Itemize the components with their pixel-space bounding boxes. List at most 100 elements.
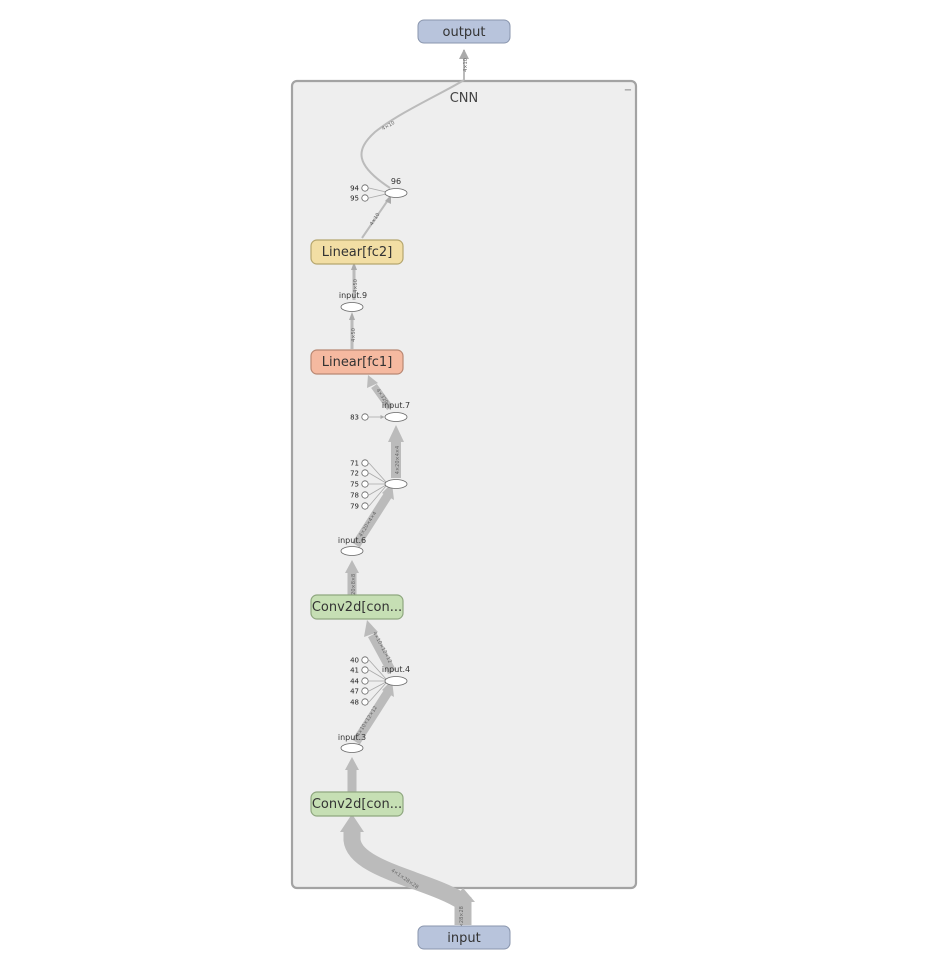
const-node-95-label: 95 <box>350 195 359 203</box>
const-node-79[interactable]: 79 <box>350 502 369 511</box>
const-node-95-shape[interactable] <box>361 194 369 202</box>
const-node-71[interactable]: 71 <box>350 459 369 468</box>
edge-input9-fc2-arrowhead <box>351 262 357 270</box>
op-node-96-label: 96 <box>391 177 401 186</box>
const-node-75-shape[interactable] <box>361 480 369 488</box>
edge-c72-view <box>368 472 387 484</box>
const-node-78-shape[interactable] <box>361 491 369 499</box>
module-fc1-box[interactable] <box>310 349 404 375</box>
const-node-41-label: 41 <box>350 667 359 675</box>
edge-label-input9-fc2: 4×50 <box>353 279 359 293</box>
module-fc2-box[interactable] <box>310 239 404 265</box>
op-node-input7-label: input.7 <box>382 401 410 410</box>
const-node-41-shape[interactable] <box>361 666 369 674</box>
op-node-input6-label: input.6 <box>338 536 366 545</box>
edge-input3-input4 <box>352 689 392 745</box>
const-node-79-shape[interactable] <box>361 502 369 510</box>
edge-view-input7-arrowhead <box>388 425 404 442</box>
const-node-40[interactable]: 40 <box>350 656 369 665</box>
op-node-input4-label: input.4 <box>382 665 410 674</box>
const-node-72[interactable]: 72 <box>350 469 369 478</box>
op-node-input6[interactable]: input.6 <box>338 536 366 556</box>
op-node-input9-shape[interactable] <box>340 302 364 312</box>
module-conv1[interactable]: Conv2d[con... <box>310 791 404 817</box>
const-node-94-label: 94 <box>350 185 359 193</box>
edge-conv2-input6-arrowhead <box>345 560 359 573</box>
const-node-72-label: 72 <box>350 470 359 478</box>
edge-fc1-input9-arrowhead <box>349 312 355 320</box>
input-node[interactable]: input <box>417 925 511 950</box>
input-node-box[interactable] <box>417 925 511 950</box>
op-node-96-shape[interactable] <box>384 188 408 198</box>
const-node-78-label: 78 <box>350 492 359 500</box>
op-node-96[interactable]: 96 <box>384 177 408 198</box>
edge-c79-view <box>368 485 387 507</box>
edge-c47-input4 <box>368 681 387 692</box>
const-node-71-shape[interactable] <box>361 459 369 467</box>
edge-input4-conv2-arrowhead <box>364 620 378 637</box>
edge-c78-view <box>368 484 387 496</box>
op-node-input3[interactable]: input.3 <box>338 733 366 753</box>
const-node-44[interactable]: 44 <box>350 677 369 686</box>
output-node-box[interactable] <box>417 19 511 44</box>
const-node-83[interactable]: 83 <box>350 413 369 422</box>
cnn-scope-group[interactable]: CNN − <box>290 79 638 890</box>
op-node-input3-label: input.3 <box>338 733 366 742</box>
module-fc1[interactable]: Linear[fc1] <box>310 349 404 375</box>
module-fc1-label: Linear[fc1] <box>322 355 393 370</box>
output-node[interactable]: output <box>417 19 511 44</box>
cnn-scope-box[interactable] <box>290 79 638 890</box>
const-node-75-label: 75 <box>350 481 359 489</box>
edge-c95-n96 <box>368 193 387 199</box>
const-node-78[interactable]: 78 <box>350 491 369 500</box>
op-node-input4[interactable]: input.4 <box>382 665 410 686</box>
module-fc2[interactable]: Linear[fc2] <box>310 239 404 265</box>
const-node-83-shape[interactable] <box>361 413 369 421</box>
const-node-79-label: 79 <box>350 503 359 511</box>
const-node-44-label: 44 <box>350 678 359 686</box>
const-node-75[interactable]: 75 <box>350 480 369 489</box>
edge-fc2-n96 <box>361 199 389 239</box>
op-node-input9-label: input.9 <box>339 291 367 300</box>
const-node-47[interactable]: 47 <box>350 687 369 696</box>
const-node-94-shape[interactable] <box>361 184 369 192</box>
edge-input6-view <box>352 492 392 548</box>
op-node-input9[interactable]: input.9 <box>339 291 367 312</box>
edge-conv1-input3-arrowhead <box>345 757 359 770</box>
edge-label-fc1-input9: 4×50 <box>351 328 357 342</box>
edge-n96-output <box>360 79 465 189</box>
op-node-input6-shape[interactable] <box>340 546 364 556</box>
const-node-48-shape[interactable] <box>361 698 369 706</box>
const-node-40-label: 40 <box>350 657 359 665</box>
op-node-input3-shape[interactable] <box>340 743 364 753</box>
const-node-47-shape[interactable] <box>361 687 369 695</box>
op-node-input4-shape[interactable] <box>384 676 408 686</box>
op-node-view-shape[interactable] <box>384 479 408 489</box>
edge-input7-fc1 <box>371 383 393 411</box>
edge-label-view-input7: 4×20×4×4 <box>395 446 401 474</box>
op-node-input7-shape[interactable] <box>384 412 408 422</box>
const-node-47-label: 47 <box>350 688 359 696</box>
module-conv1-label: Conv2d[con... <box>312 797 402 812</box>
const-node-95[interactable]: 95 <box>350 194 369 203</box>
edge-label-input: 4×1×28×28 <box>459 906 465 938</box>
edge-c48-input4 <box>368 682 387 703</box>
edge-c41-input4 <box>368 669 387 681</box>
op-node-view[interactable] <box>384 479 408 489</box>
edge-label-conv2-input6: 4×20×8×8 <box>351 574 357 602</box>
collapse-icon[interactable]: − <box>624 85 632 96</box>
module-conv2-label: Conv2d[con... <box>312 600 402 615</box>
module-conv2-box[interactable] <box>310 594 404 620</box>
const-node-41[interactable]: 41 <box>350 666 369 675</box>
module-conv1-box[interactable] <box>310 791 404 817</box>
op-node-input7[interactable]: input.7 <box>382 401 410 422</box>
const-node-40-shape[interactable] <box>361 656 369 664</box>
const-node-44-shape[interactable] <box>361 677 369 685</box>
edge-input-conv1-arrowhead <box>340 814 364 832</box>
const-node-72-shape[interactable] <box>361 469 369 477</box>
edge-input-arrowhead <box>451 888 475 902</box>
module-conv2[interactable]: Conv2d[con... <box>310 594 404 620</box>
const-node-48[interactable]: 48 <box>350 698 369 707</box>
const-node-94[interactable]: 94 <box>350 184 369 193</box>
